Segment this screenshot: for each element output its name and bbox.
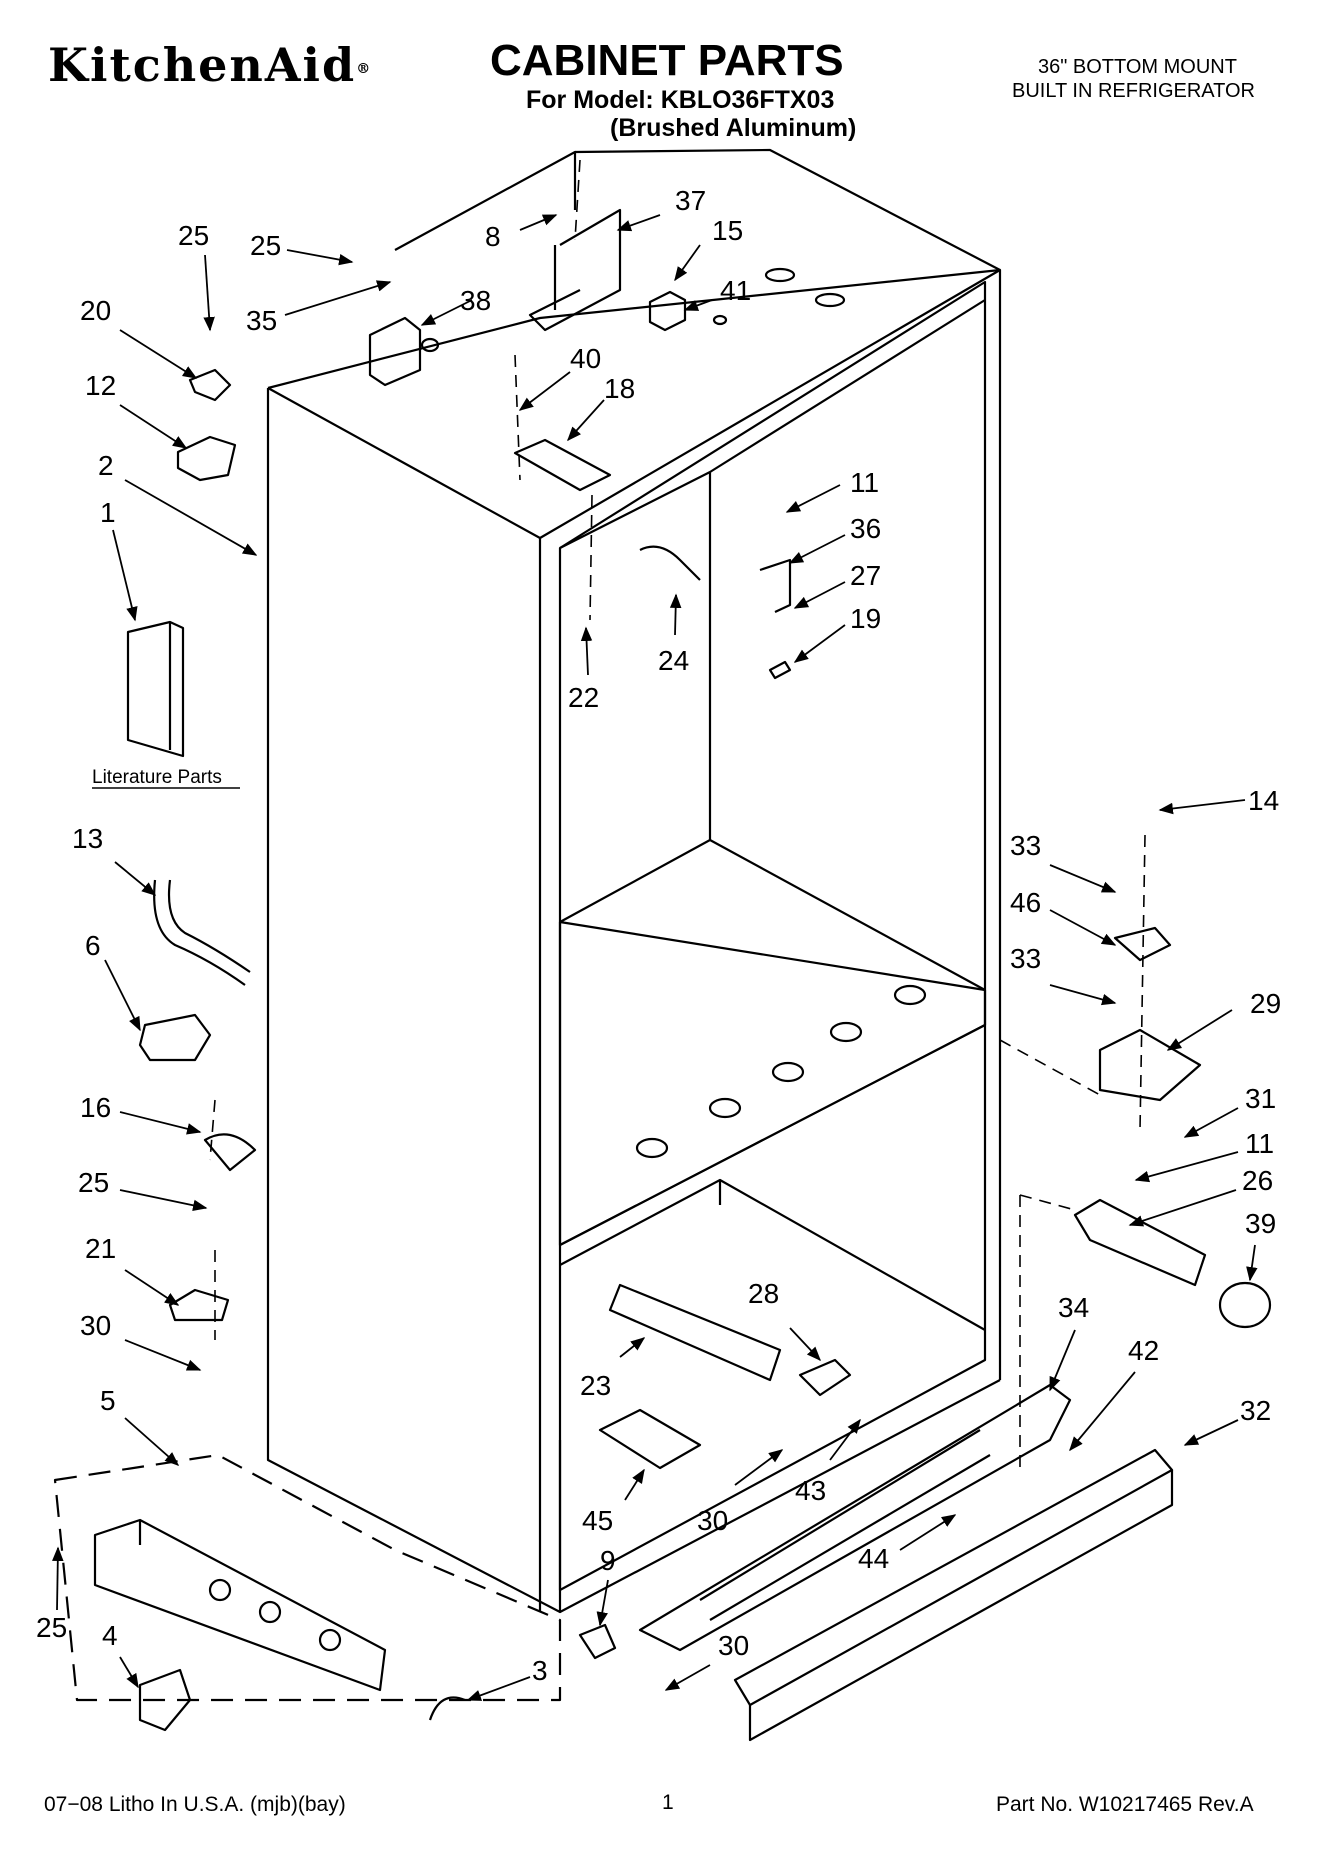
callout-22: 22: [568, 682, 599, 713]
callout-25: 25: [78, 1167, 109, 1198]
callout-26: 26: [1242, 1165, 1273, 1196]
callout-43: 43: [795, 1475, 826, 1506]
callout-30: 30: [718, 1630, 749, 1661]
callout-46: 46: [1010, 887, 1041, 918]
callout-35: 35: [246, 305, 277, 336]
registered-mark: ®: [356, 61, 373, 77]
callout-11: 11: [850, 467, 879, 498]
callout-29: 29: [1250, 988, 1281, 1019]
callout-21: 21: [85, 1233, 116, 1264]
cabinet-body: [53, 148, 1272, 1742]
model-finish: (Brushed Aluminum): [610, 114, 857, 142]
callout-24: 24: [658, 645, 689, 676]
callout-18: 18: [604, 373, 635, 404]
literature-parts-label: Literature Parts: [92, 767, 222, 788]
callout-20: 20: [80, 295, 111, 326]
callout-33: 33: [1010, 830, 1041, 861]
kitchenaid-logo: KitchenAid®: [48, 38, 372, 92]
callout-25: 25: [36, 1612, 67, 1643]
callout-27: 27: [850, 560, 881, 591]
callout-3: 3: [532, 1655, 548, 1686]
litho-info: 07−08 Litho In U.S.A. (mjb)(bay): [44, 1793, 346, 1816]
callout-42: 42: [1128, 1335, 1159, 1366]
callout-9: 9: [600, 1545, 616, 1576]
callout-12: 12: [85, 370, 116, 401]
callout-28: 28: [748, 1278, 779, 1309]
part-number: Part No. W10217465 Rev.A: [996, 1793, 1254, 1816]
callout-30: 30: [80, 1310, 111, 1341]
callout-36: 36: [850, 513, 881, 544]
assembly-lines: [209, 159, 1146, 1470]
callout-16: 16: [80, 1092, 111, 1123]
callout-4: 4: [102, 1620, 118, 1651]
callout-6: 6: [85, 930, 101, 961]
callout-32: 32: [1240, 1395, 1271, 1426]
callout-41: 41: [720, 275, 751, 306]
callout-40: 40: [570, 343, 601, 374]
callout-31: 31: [1245, 1083, 1276, 1114]
page-number: 1: [662, 1791, 674, 1814]
page-title: CABINET PARTS: [490, 36, 844, 85]
callout-38: 38: [460, 285, 491, 316]
callout-30: 30: [697, 1505, 728, 1536]
callout-labels: 25 25 8 37 15 20 35 38 41 12 40 18 2 1 1…: [36, 185, 1281, 1686]
callout-37: 37: [675, 185, 706, 216]
callout-34: 34: [1058, 1292, 1089, 1323]
callout-5: 5: [100, 1385, 116, 1416]
callout-13: 13: [72, 823, 103, 854]
brand-name: KitchenAid: [48, 38, 357, 92]
model-number: For Model: KBLO36FTX03: [526, 86, 835, 114]
callout-8: 8: [485, 221, 501, 252]
product-description-line1: 36" BOTTOM MOUNT: [1038, 56, 1237, 78]
callout-39: 39: [1245, 1208, 1276, 1239]
callout-33: 33: [1010, 943, 1041, 974]
callout-19: 19: [850, 603, 881, 634]
callout-14: 14: [1248, 785, 1279, 816]
callout-44: 44: [858, 1543, 889, 1574]
callout-25: 25: [178, 220, 209, 251]
product-description-line2: BUILT IN REFRIGERATOR: [1012, 80, 1255, 102]
callout-45: 45: [582, 1505, 613, 1536]
callout-15: 15: [712, 215, 743, 246]
callout-23: 23: [580, 1370, 611, 1401]
callout-arrows: [52, 214, 1258, 1701]
callout-1: 1: [100, 497, 116, 528]
callout-2: 2: [98, 450, 114, 481]
callout-25: 25: [250, 230, 281, 261]
callout-11: 11: [1245, 1128, 1274, 1159]
